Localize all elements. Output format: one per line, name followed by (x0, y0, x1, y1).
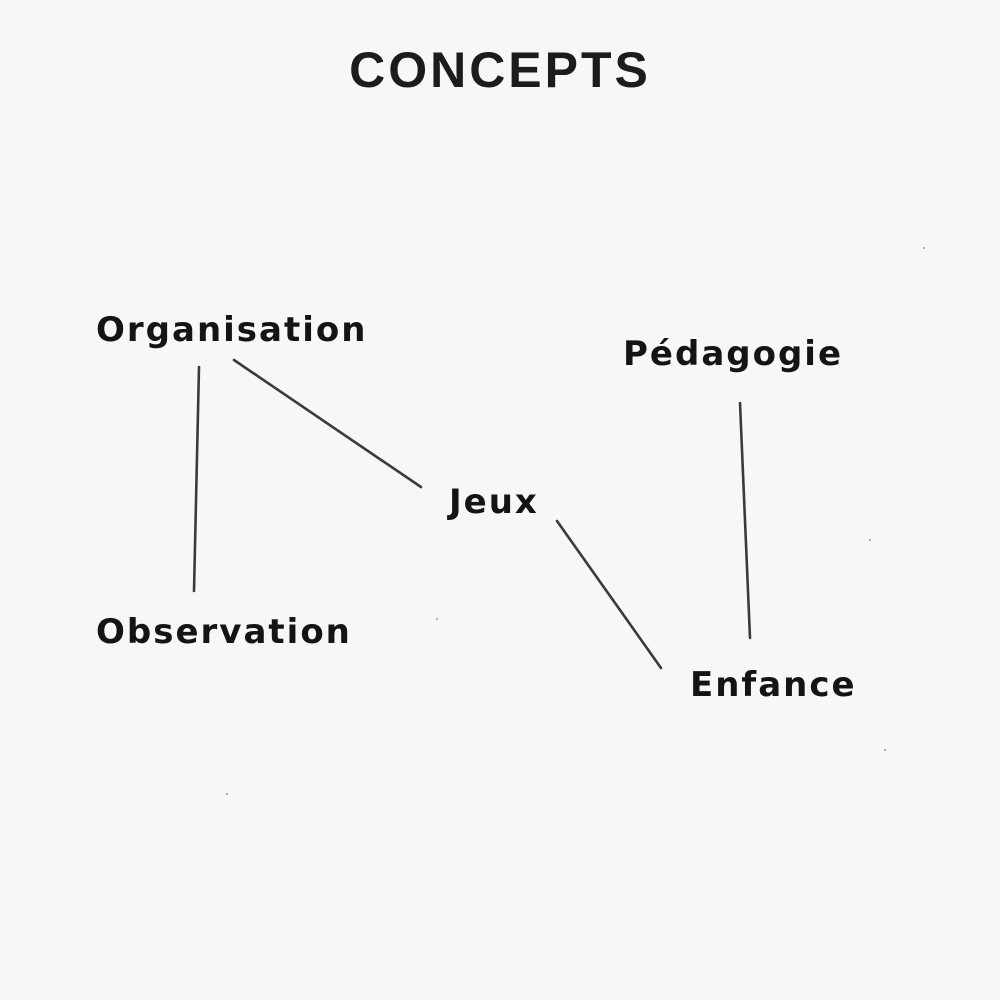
concept-observation: Observation (96, 612, 352, 652)
page-title: CONCEPTS (349, 42, 651, 98)
link-jeux-enfance (555, 519, 663, 670)
concept-pedagogie: Pédagogie (623, 334, 844, 374)
paper-speck (436, 618, 438, 620)
concept-jeux: Jeux (449, 482, 539, 522)
link-pedagogie-enfance (738, 401, 752, 640)
paper-speck (226, 793, 228, 795)
concept-organisation: Organisation (96, 310, 368, 350)
paper-speck (869, 539, 871, 541)
paper-speck (884, 749, 886, 751)
concept-enfance: Enfance (690, 665, 857, 705)
link-organisation-jeux (232, 358, 423, 489)
paper-speck (923, 247, 925, 249)
link-organisation-observation (192, 365, 201, 593)
